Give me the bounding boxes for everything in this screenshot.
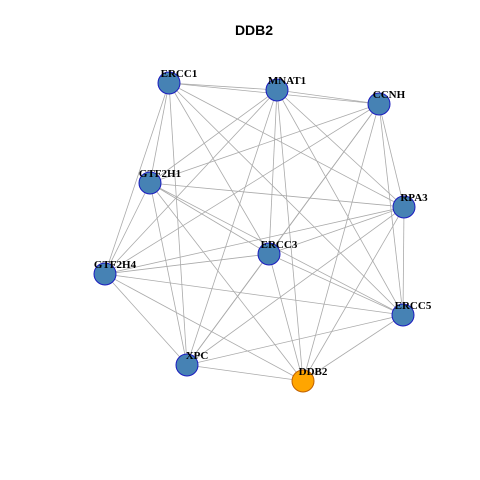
edge-mnat1-ddb2 [276,89,304,382]
node-label-ercc3: ERCC3 [261,239,298,251]
edge-mnat1-xpc [186,89,278,366]
edge-rpa3-ercc5 [402,206,405,316]
edge-ccnh-rpa3 [378,103,405,208]
edge-mnat1-gtf2h4 [104,89,278,275]
edge-mnat1-rpa3 [276,89,405,208]
node-ercc3[interactable] [257,242,281,266]
node-xpc[interactable] [175,353,199,377]
edge-rpa3-gtf2h4 [104,206,405,275]
graph-title: DDB2 [235,22,273,38]
edge-mnat1-ccnh [276,89,380,105]
node-rpa3[interactable] [392,195,416,219]
edge-gtf2h1-gtf2h4 [104,182,151,275]
edge-gtf2h4-xpc [104,273,188,366]
node-mnat1[interactable] [265,78,289,102]
edge-gtf2h1-rpa3 [149,182,405,208]
node-label-xpc: XPC [186,350,209,362]
edge-ercc1-xpc [168,82,188,366]
node-ccnh[interactable] [367,92,391,116]
edge-ercc3-gtf2h4 [104,253,270,275]
edge-ercc1-rpa3 [168,82,405,208]
edge-gtf2h4-ddb2 [104,273,304,382]
edge-ercc1-gtf2h1 [149,82,170,184]
edge-xpc-ddb2 [186,364,304,382]
edge-ercc1-mnat1 [168,82,278,91]
edge-ercc3-ercc5 [268,253,404,316]
node-label-ccnh: CCNH [373,89,406,101]
edge-ccnh-gtf2h4 [104,103,380,275]
nodes-layer [93,71,416,393]
node-ercc5[interactable] [391,303,415,327]
node-label-ddb2: DDB2 [299,366,328,378]
edge-ercc1-ercc3 [168,82,270,255]
edge-ccnh-ercc5 [378,103,404,316]
node-label-rpa3: RPA3 [400,192,428,204]
edge-mnat1-ercc5 [276,89,404,316]
node-ercc1[interactable] [157,71,181,95]
edge-ercc1-gtf2h4 [104,82,170,275]
edge-gtf2h1-ddb2 [149,182,304,382]
node-label-gtf2h4: GTF2H4 [94,259,137,271]
edge-mnat1-gtf2h1 [149,89,278,184]
edge-ccnh-gtf2h1 [149,103,380,184]
node-label-ercc1: ERCC1 [161,68,198,80]
node-label-gtf2h1: GTF2H1 [139,168,181,180]
node-gtf2h4[interactable] [93,262,117,286]
edge-gtf2h1-xpc [149,182,188,366]
edge-rpa3-xpc [186,206,405,366]
edge-ercc3-xpc [186,253,270,366]
node-ddb2[interactable] [291,369,315,393]
edge-gtf2h4-ercc5 [104,273,404,316]
edge-ercc3-ddb2 [268,253,304,382]
edge-ercc5-ddb2 [302,314,404,382]
node-label-ercc5: ERCC5 [395,300,432,312]
edge-mnat1-ercc3 [268,89,278,255]
edge-rpa3-ercc3 [268,206,405,255]
edges-layer [104,82,405,382]
node-label-mnat1: MNAT1 [268,75,306,87]
node-gtf2h1[interactable] [138,171,162,195]
edge-gtf2h1-ercc3 [149,182,270,255]
edge-ercc5-xpc [186,314,404,366]
edge-rpa3-ddb2 [302,206,405,382]
